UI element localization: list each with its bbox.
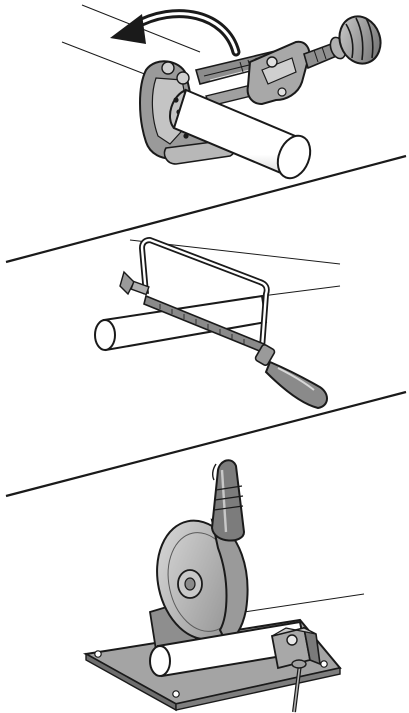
vise-lever-icon: [291, 659, 307, 713]
panel-divider: [5, 390, 407, 498]
pipe-cutter-panel: [61, 4, 382, 180]
pipe-cutter-head: [246, 15, 382, 106]
abrasive-cut-off-saw-panel: [82, 459, 365, 713]
hacksaw-icon: [119, 237, 328, 410]
cut-off-saw-icon: [82, 459, 342, 713]
adjusting-knob-icon: [338, 15, 382, 65]
panel-divider: [5, 154, 407, 264]
rotation-arrow-icon: [110, 9, 241, 57]
vise-clamp-icon: [270, 626, 321, 670]
wing-nut-icon: [119, 270, 150, 296]
pipe: [168, 88, 312, 180]
saw-handle-icon: [210, 459, 246, 542]
guide-line: [261, 285, 341, 297]
hacksaw-panel: [94, 237, 341, 410]
guide-line: [243, 593, 365, 613]
